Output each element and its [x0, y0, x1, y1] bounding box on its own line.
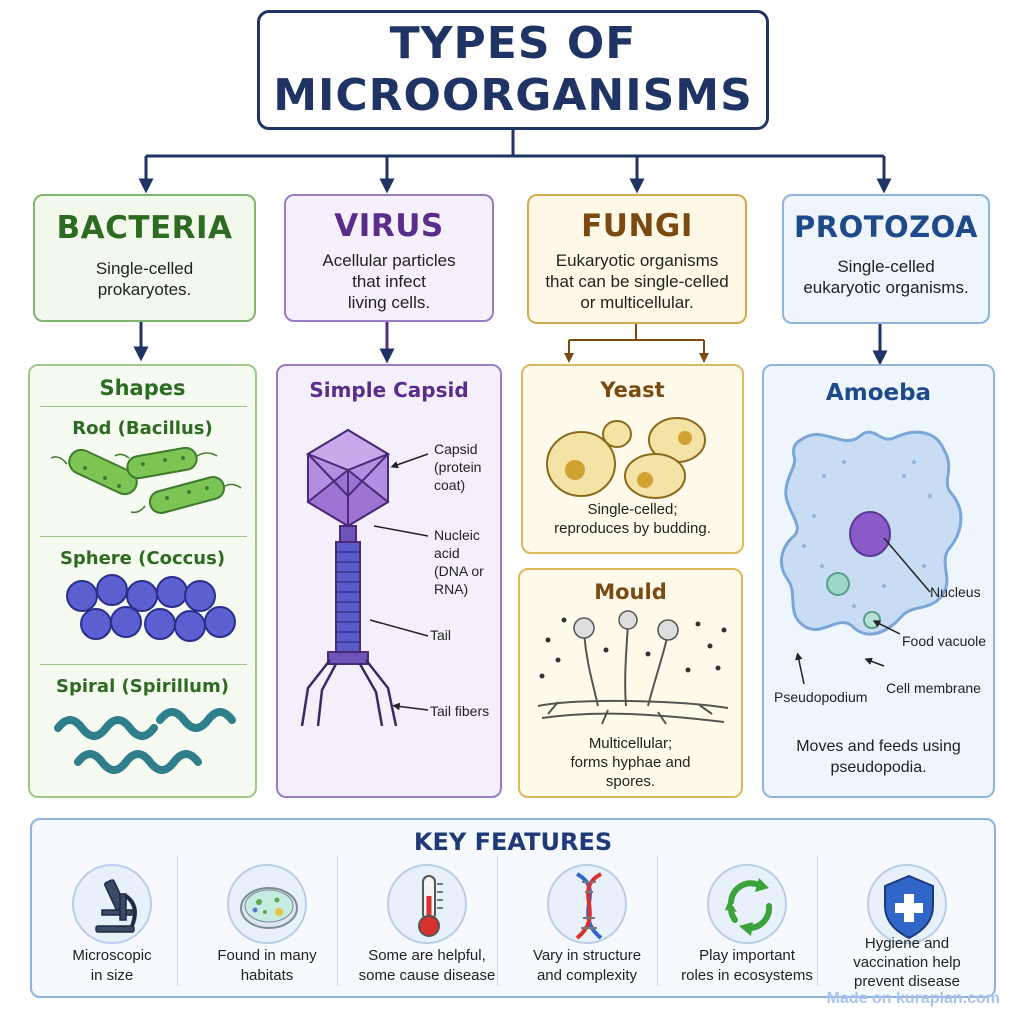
food-vacuole-label: Food vacuole — [902, 633, 987, 649]
title-line-2: MICROORGANISMS — [273, 70, 753, 121]
yeast-caption: Single-celled;reproduces by budding. — [554, 501, 711, 537]
amoeba-illustration — [779, 430, 963, 685]
bacteriophage-illustration — [300, 428, 398, 726]
microscope-icon — [72, 864, 152, 944]
amoeba-panel: Amoeba Nucleus Food vacuole Cell membran… — [762, 364, 995, 798]
yeast-title: Yeast — [600, 378, 665, 402]
fungi-title: FUNGI — [581, 208, 693, 244]
nucleus-label: Nucleus — [930, 584, 981, 600]
yeast-cells-illustration — [546, 417, 706, 499]
mould-hyphae-illustration — [537, 610, 729, 725]
feature-label: Some are helpful,some cause disease — [358, 947, 496, 984]
virus-title: VIRUS — [334, 208, 444, 244]
coccus-label: Sphere (Coccus) — [59, 548, 226, 569]
bacteria-title: BACTERIA — [56, 210, 233, 246]
page-title: TYPES OF MICROORGANISMS — [257, 10, 769, 130]
bacteria-shapes-panel: Shapes Rod (Bacillus) Sphere (Coccus) Sp… — [28, 364, 257, 798]
cell-membrane-label: Cell membrane — [886, 680, 981, 696]
shield-cross-icon — [867, 864, 947, 944]
spirillum-label: Spiral (Spirillum) — [56, 676, 229, 697]
recycle-icon — [707, 864, 787, 944]
tail-fibers-label: Tail fibers — [430, 703, 490, 719]
yeast-panel: Yeast Single-celled;reproduces by buddin… — [521, 364, 744, 554]
simple-capsid-title: Simple Capsid — [309, 378, 469, 402]
connector-lines — [133, 130, 892, 366]
rod-bacteria-illustration — [50, 446, 242, 514]
shapes-title: Shapes — [99, 376, 186, 400]
protozoa-title: PROTOZOA — [793, 210, 979, 244]
tail-label: Tail — [430, 627, 452, 643]
title-line-1: TYPES OF — [389, 18, 637, 69]
thermometer-icon — [387, 864, 467, 944]
amoeba-title: Amoeba — [825, 380, 932, 406]
coccus-bacteria-illustration — [66, 574, 236, 642]
pseudopodium-label: Pseudopodium — [774, 689, 868, 705]
rod-label: Rod (Bacillus) — [72, 418, 213, 439]
watermark: Made on kuraplan.com — [826, 990, 1000, 1007]
virus-capsid-panel: Simple Capsid — [276, 364, 502, 798]
dna-icon — [547, 864, 627, 944]
feature-helpful-harmful: Some are helpful,some cause disease — [347, 864, 507, 994]
spirillum-bacteria-illustration — [54, 708, 236, 774]
petri-dish-icon — [227, 864, 307, 944]
virus-label-pointers — [369, 453, 429, 711]
key-features-heading: KEY FEATURES — [413, 828, 613, 856]
mould-title: Mould — [594, 580, 667, 604]
